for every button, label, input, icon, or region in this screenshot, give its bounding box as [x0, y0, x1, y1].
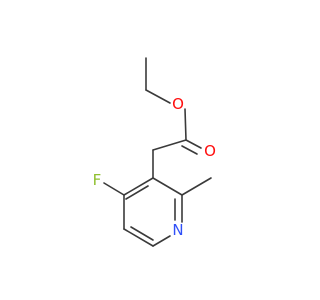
chemical-structure-diagram: O O F N [93, 57, 216, 247]
bond-ethyl-ch2-o [145, 89, 171, 104]
bond-ring-c2-c3 [152, 177, 183, 196]
bond-ring-c5-c6 [123, 228, 154, 247]
bond-o-carbonyl-carbon [184, 108, 187, 141]
bond-ring-c4-c4-inner [125, 185, 149, 200]
bond-methyl [181, 177, 212, 196]
bond-ring-c6-n [152, 235, 171, 247]
atom-nitrogen: N [172, 221, 183, 239]
atom-fluorine: F [93, 171, 102, 189]
bond-c-f [103, 182, 125, 196]
bond-ring-c5-c6-inner [130, 226, 154, 241]
atom-oxygen-carbonyl: O [204, 142, 216, 160]
bond-carbonyl-double-2 [181, 145, 198, 155]
bond-ring-c3-c4 [123, 177, 154, 196]
atom-oxygen-ether: O [172, 95, 184, 113]
bond-carbonyl-double-1 [185, 139, 202, 149]
bond-carbonyl-ch2 [152, 139, 187, 151]
